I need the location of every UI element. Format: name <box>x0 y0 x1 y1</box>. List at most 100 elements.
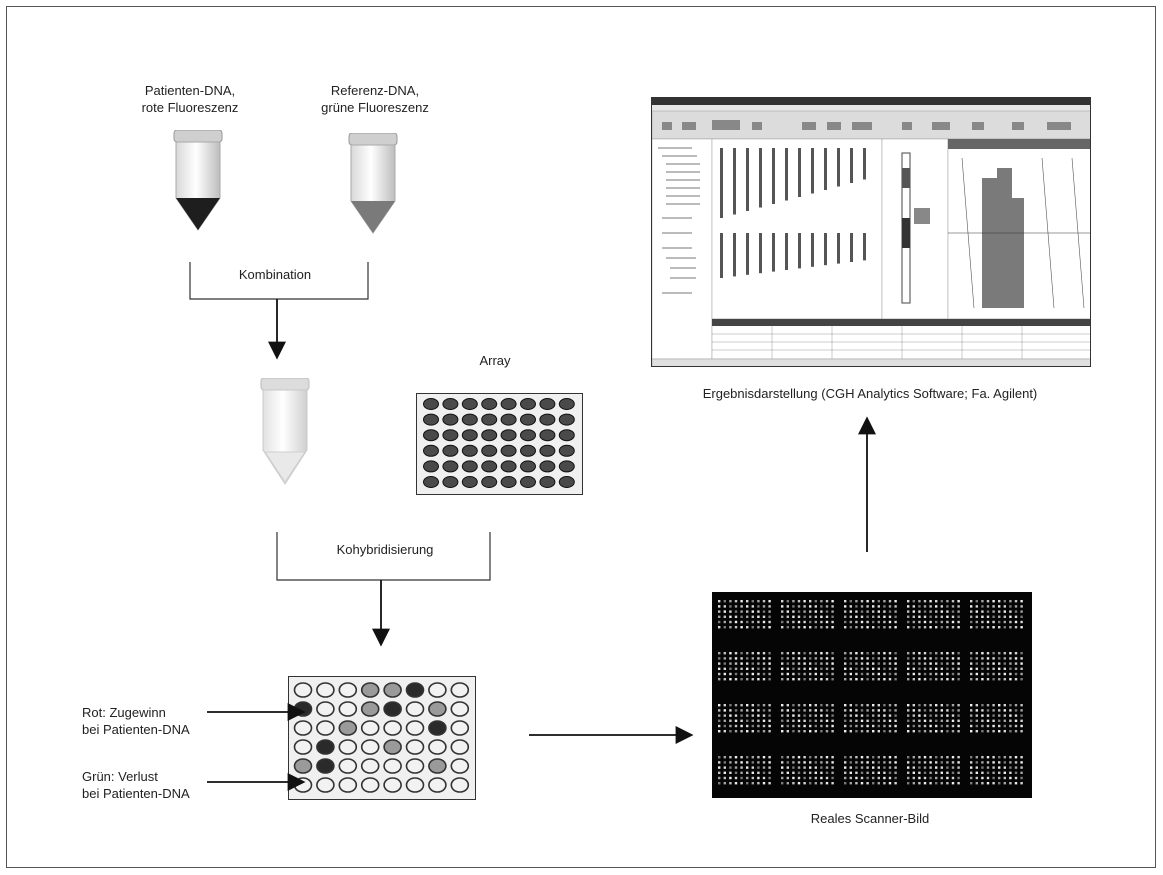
scanner-spot <box>746 730 749 733</box>
scanner-spot <box>929 709 932 712</box>
scanner-spot <box>792 776 795 780</box>
scanner-spot <box>729 626 732 629</box>
scanner-spot <box>849 771 852 774</box>
scanner-spot <box>723 719 726 722</box>
scanner-spot <box>781 719 784 722</box>
scanner-spot <box>1020 610 1023 613</box>
scanner-spot <box>825 657 829 660</box>
scanner-spot <box>734 756 738 759</box>
scanner-spot <box>855 730 858 733</box>
scanner-spot <box>786 730 789 733</box>
scanner-spot <box>797 662 801 665</box>
scanner-spot <box>894 620 897 624</box>
scanner-spot <box>986 652 990 655</box>
scanner-spot <box>940 782 943 785</box>
scanner-spot <box>792 615 795 618</box>
scanner-spot <box>957 610 960 613</box>
scanner-spot <box>814 615 817 618</box>
scanner-spot <box>970 626 973 629</box>
scanner-spot <box>820 771 823 774</box>
scanner-spot <box>935 724 938 728</box>
scanner-spot <box>894 672 897 676</box>
scanner-spot <box>762 657 766 660</box>
scanner-spot <box>718 662 721 665</box>
scanner-spot <box>918 704 921 707</box>
scanner-spot <box>1014 730 1018 733</box>
scanner-spot <box>935 667 938 670</box>
array-spot <box>539 460 556 473</box>
scanner-spot <box>820 761 823 764</box>
scanner-spot <box>918 667 921 670</box>
scanner-spot <box>803 709 806 712</box>
scanner-spot <box>981 600 984 603</box>
scanner-spot <box>866 730 869 733</box>
scanner-spot <box>883 667 886 670</box>
scanner-spot <box>877 600 880 603</box>
chromosome-bar <box>720 233 723 278</box>
scanner-spot <box>883 657 886 660</box>
array-spot <box>461 398 478 410</box>
scanner-spot <box>883 615 886 618</box>
scanner-spot <box>803 678 806 681</box>
scanner-spot <box>981 605 984 608</box>
scanner-spot <box>970 600 973 603</box>
scanner-spot <box>820 776 823 780</box>
scanner-spot <box>844 605 847 608</box>
scanner-spot <box>746 782 749 785</box>
scanner-spot <box>831 605 834 608</box>
scanner-spot <box>981 704 984 707</box>
scanner-spot <box>792 678 795 681</box>
scanner-spot <box>825 605 829 608</box>
scanner-spot <box>998 771 1001 774</box>
scanner-spot <box>986 667 990 670</box>
scanner-spot <box>957 730 960 733</box>
scanner-spot <box>849 719 852 722</box>
array-spot <box>558 476 575 488</box>
scanner-spot <box>918 672 921 676</box>
scanner-spot <box>940 652 943 655</box>
scanner-spot <box>825 776 829 780</box>
scanner-spot <box>797 724 801 728</box>
array-spot <box>481 476 498 488</box>
scanner-spot <box>751 605 754 608</box>
scanner-spot <box>734 615 738 618</box>
scanner-spot <box>718 771 721 774</box>
scanner-spot <box>814 761 817 764</box>
scanner-spot <box>975 626 978 629</box>
scanner-spot <box>907 626 910 629</box>
scanner-spot <box>923 620 927 624</box>
scanner-spot <box>746 615 749 618</box>
scanner-spot <box>986 662 990 665</box>
scanner-spot <box>883 610 886 613</box>
scanner-spot <box>1020 709 1023 712</box>
scanner-spot <box>883 678 886 681</box>
scanner-spot <box>849 657 852 660</box>
chromosome-bar <box>759 233 762 274</box>
scanner-spot <box>872 652 875 655</box>
scanner-spot <box>946 709 949 712</box>
scanner-spot <box>986 766 990 769</box>
scanner-spot <box>951 600 955 603</box>
patient-dna-line1: Patienten-DNA, <box>144 83 236 98</box>
scanner-spot <box>872 667 875 670</box>
scanner-spot <box>729 761 732 764</box>
empty-array-spots <box>423 398 575 488</box>
scanner-spot <box>781 652 784 655</box>
scanner-spot <box>797 610 801 613</box>
patient-dna-line2: rote Fluoreszenz <box>141 100 239 115</box>
scanner-spot <box>907 719 910 722</box>
scanner-spot <box>1003 730 1006 733</box>
scanner-spot <box>860 610 864 613</box>
scanner-spot <box>877 620 880 624</box>
scanner-spot <box>762 724 766 728</box>
scanner-spot <box>797 714 801 717</box>
scanner-spot <box>888 667 892 670</box>
scanner-spot <box>844 771 847 774</box>
scanner-spot <box>912 782 915 785</box>
scanner-spot <box>918 600 921 603</box>
scanner-spot <box>940 657 943 660</box>
scanner-spot <box>951 615 955 618</box>
scanner-spot <box>1009 782 1012 785</box>
scanner-spot <box>1020 605 1023 608</box>
scanner-spot <box>940 719 943 722</box>
